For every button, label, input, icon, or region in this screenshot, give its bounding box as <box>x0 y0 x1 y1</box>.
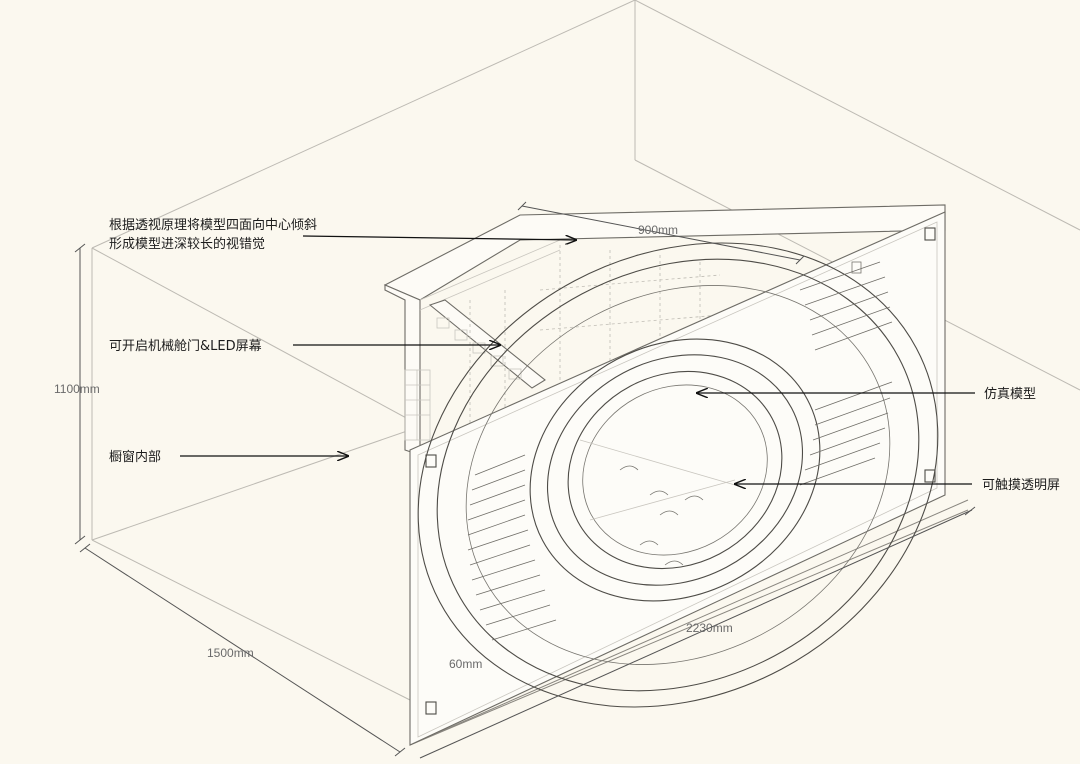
label-model: 仿真模型 <box>984 387 1036 402</box>
label-interior: 橱窗内部 <box>109 449 161 465</box>
label-hatch-screen: 可开启机械舱门&LED屏幕 <box>109 339 262 354</box>
dim-inner-width: 900mm <box>638 223 678 237</box>
slat-grilles <box>467 261 893 641</box>
simulation-model <box>417 242 939 708</box>
label-perspective-line1: 根据透视原理将模型四面向中心倾斜 <box>109 217 317 233</box>
dimension-lines <box>74 201 976 759</box>
front-transparent-screen <box>409 211 946 746</box>
dim-height: 1100mm <box>54 382 100 396</box>
inner-chamber <box>383 204 946 456</box>
label-touch-screen: 可触摸透明屏 <box>982 478 1060 493</box>
dim-depth: 1500mm <box>207 646 254 660</box>
dim-frame: 60mm <box>449 657 482 671</box>
arrow-perspective <box>302 236 576 240</box>
label-perspective-line2: 形成模型进深较长的视错觉 <box>109 236 265 252</box>
dim-width: 2230mm <box>686 621 733 635</box>
